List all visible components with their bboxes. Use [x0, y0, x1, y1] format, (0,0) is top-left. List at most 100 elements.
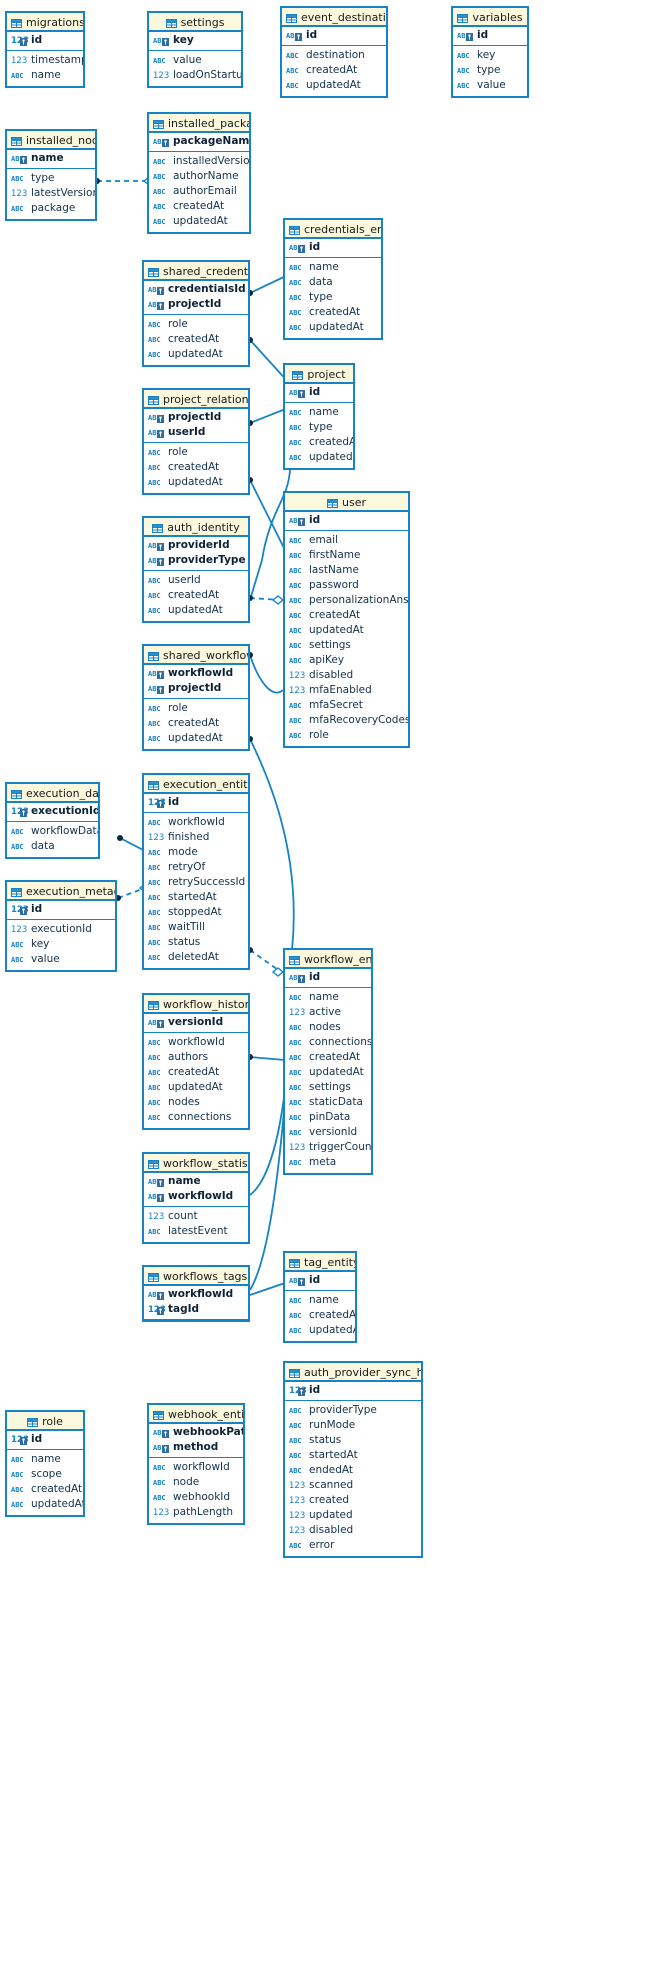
column-loadOnStartup[interactable]: 123loadOnStartup [149, 68, 241, 83]
entity-settings[interactable]: settingsABCkeyABCvalue123loadOnStartup [147, 11, 243, 88]
entity-installed_nodes[interactable]: installed_nodesABCnameABCtype123latestVe… [5, 129, 97, 221]
entity-webhook_entity[interactable]: webhook_entityABCwebhookPathABCmethodABC… [147, 1403, 245, 1525]
entity-workflow_statistics[interactable]: workflow_statisticsABCnameABCworkflowId1… [142, 1152, 250, 1244]
entity-tag_entity[interactable]: tag_entityABCidABCnameABCcreatedAtABCupd… [283, 1251, 357, 1343]
column-personalizationAnswers[interactable]: ABCpersonalizationAnswers [285, 593, 408, 608]
entity-installed_packages[interactable]: installed_packagesABCpackageNameABCinsta… [147, 112, 251, 234]
entity-execution_metadata[interactable]: execution_metadata123id123executionIdABC… [5, 880, 117, 972]
